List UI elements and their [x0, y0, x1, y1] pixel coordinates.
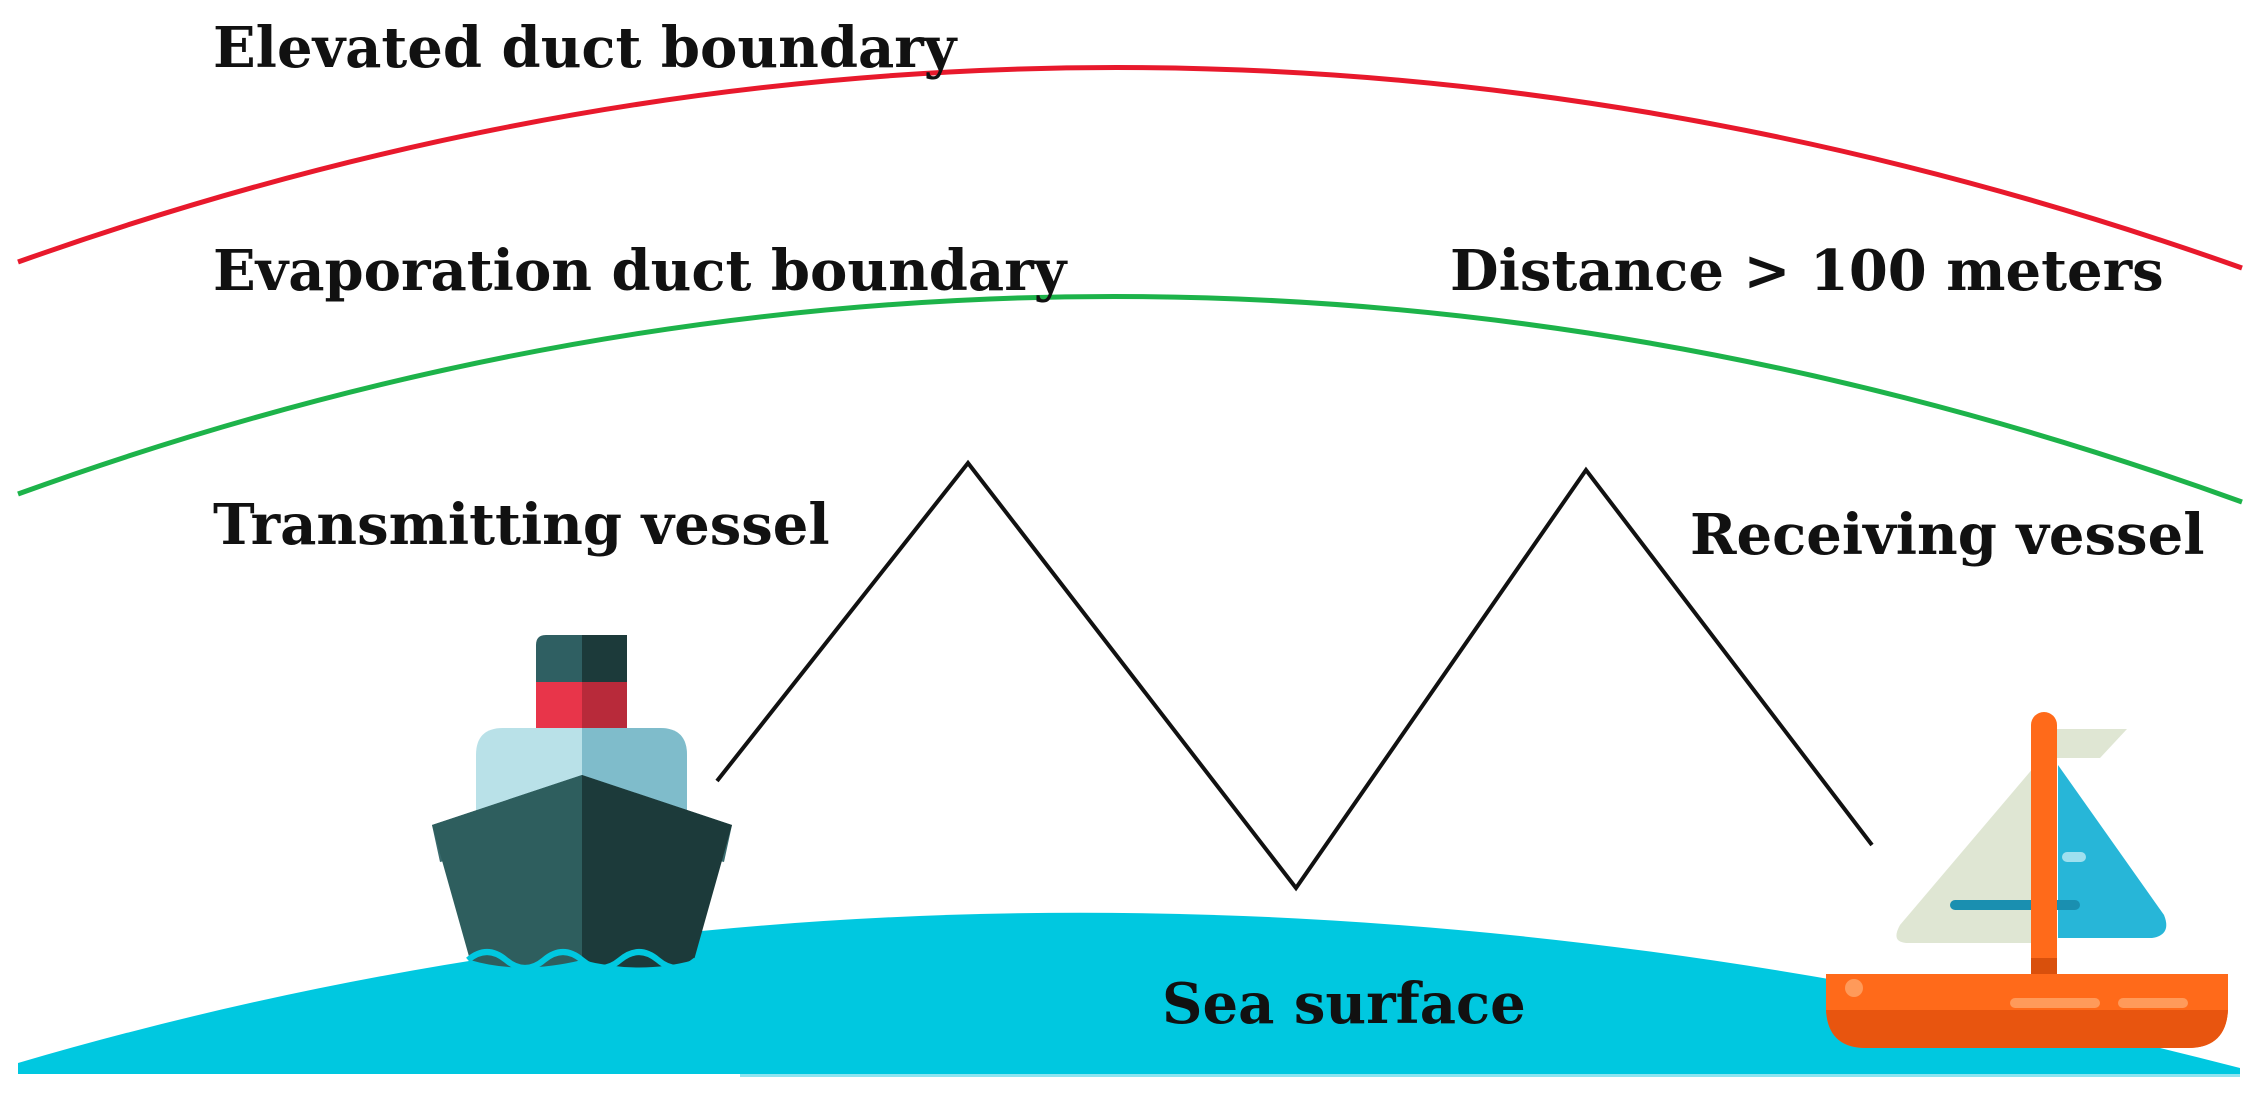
transmitting-vessel-label: Transmitting vessel	[213, 492, 830, 558]
sea-surface-label: Sea surface	[1162, 971, 1526, 1037]
evaporation-duct-boundary-label: Evaporation duct boundary	[213, 238, 1067, 304]
receiving-vessel-label: Receiving vessel	[1690, 502, 2205, 568]
elevated-duct-boundary-label: Elevated duct boundary	[213, 15, 957, 81]
signal-path	[715, 459, 1874, 892]
sailboat-icon	[1826, 712, 2228, 1048]
ship-icon	[432, 635, 732, 971]
distance-label: Distance > 100 meters	[1450, 238, 2164, 304]
elevated-duct-boundary-line	[17, 65, 2243, 271]
evaporation-duct-boundary-line	[17, 294, 2243, 505]
